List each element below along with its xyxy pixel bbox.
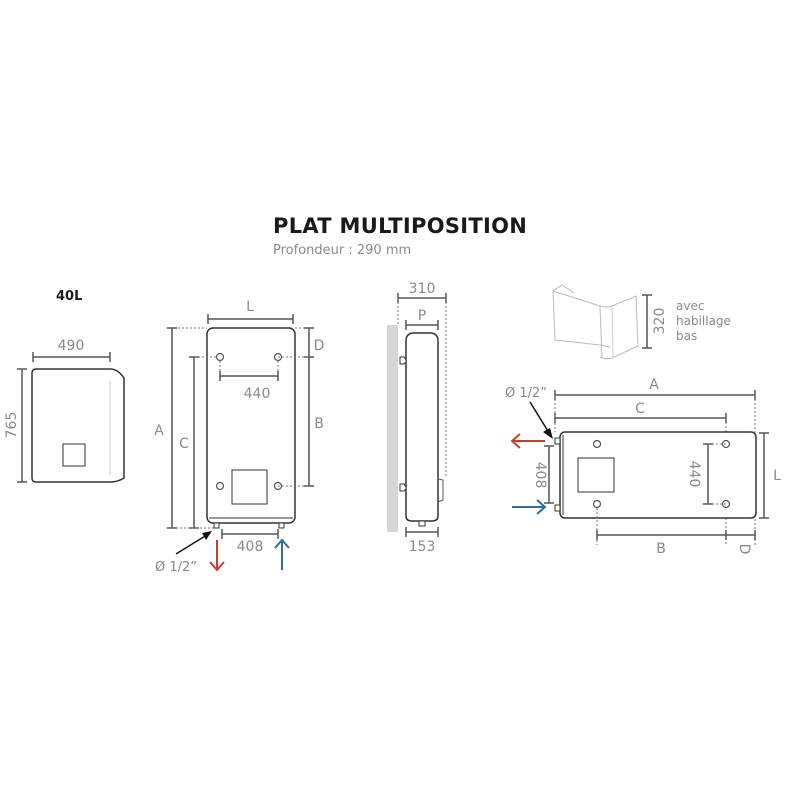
fixing-hole-icon xyxy=(215,352,225,362)
control-panel-icon xyxy=(62,443,86,467)
cover-note-line2: habillage xyxy=(676,314,731,328)
pipe-spacing-408-label: 408 xyxy=(532,462,548,489)
fixing-hole-icon xyxy=(592,499,602,509)
height-A-label: A xyxy=(154,423,164,439)
height-C-label: C xyxy=(179,436,189,452)
model-label: 40L xyxy=(56,289,83,304)
pipe-diameter-label: Ø 1/2” xyxy=(505,386,547,401)
cover-note-line3: bas xyxy=(676,329,697,343)
fixing-hole-icon xyxy=(592,439,602,449)
hot-water-outlet-arrow-icon xyxy=(510,433,545,449)
cold-water-inlet-arrow-icon xyxy=(274,538,290,570)
offset-D-label: D xyxy=(736,544,752,555)
spacing-B-label: B xyxy=(314,416,324,432)
fixing-hole-icon xyxy=(273,352,283,362)
cover-height-320-label: 320 xyxy=(652,308,668,335)
fixing-hole-icon xyxy=(273,481,283,491)
vertical-front-view: L A C D B xyxy=(154,299,324,575)
pipe-pointer-arrow-icon xyxy=(529,401,553,439)
diagram-title: PLAT MULTIPOSITION xyxy=(273,214,528,238)
fixing-width-440-label: 440 xyxy=(244,386,271,402)
control-panel-icon xyxy=(577,457,615,493)
model-40l-view: 490 765 xyxy=(4,338,125,483)
pipe-pointer-arrow-icon xyxy=(175,531,212,555)
lower-cover-view: 320 avec habillage bas xyxy=(552,284,731,360)
depth-153-label: 153 xyxy=(409,539,436,555)
depth-subtitle: Profondeur : 290 mm xyxy=(273,243,412,258)
hot-water-outlet-arrow-icon xyxy=(209,540,225,572)
fixing-width-440-label: 440 xyxy=(686,461,702,488)
pipe-spacing-408-label: 408 xyxy=(237,539,264,555)
width-490-label: 490 xyxy=(58,338,85,354)
width-L-label: L xyxy=(246,299,254,315)
cold-water-inlet-arrow-icon xyxy=(512,499,547,515)
fixing-hole-icon xyxy=(721,499,731,509)
width-L-label: L xyxy=(773,468,781,484)
wall xyxy=(387,325,398,532)
depth-P-label: P xyxy=(418,308,426,324)
spacing-B-label: B xyxy=(656,541,666,557)
control-panel-icon xyxy=(231,469,268,505)
fixing-hole-icon xyxy=(215,481,225,491)
length-C-label: C xyxy=(635,401,645,417)
offset-D-label: D xyxy=(314,338,325,354)
depth-310-label: 310 xyxy=(409,281,436,297)
cover-note-line1: avec xyxy=(676,299,704,313)
pipe-diameter-label: Ø 1/2” xyxy=(155,560,197,575)
fixing-hole-icon xyxy=(721,439,731,449)
height-765-label: 765 xyxy=(4,412,20,439)
length-A-label: A xyxy=(649,377,659,393)
horizontal-view: A C 440 408 xyxy=(505,377,781,557)
side-view: 310 P 153 xyxy=(387,281,447,555)
